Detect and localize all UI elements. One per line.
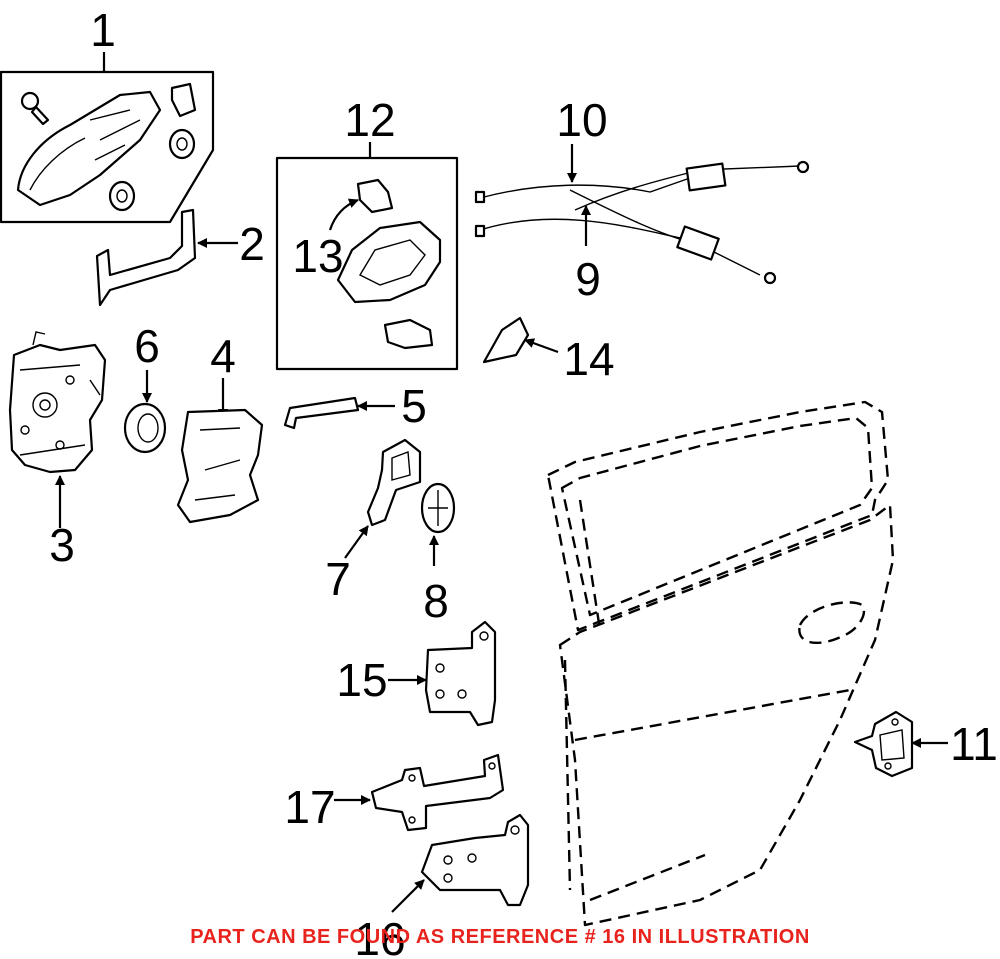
callout-13: 13 xyxy=(292,230,343,282)
callout-7: 7 xyxy=(325,553,351,605)
callout-6: 6 xyxy=(134,320,160,372)
part-16-lower-hinge: 16 xyxy=(354,813,530,959)
reference-note: PART CAN BE FOUND AS REFERENCE # 16 IN I… xyxy=(190,926,810,948)
cable-9 xyxy=(479,218,761,276)
part-1-outer-handle-group: 1 xyxy=(0,4,215,224)
part-8-plug: 8 xyxy=(420,482,456,627)
clip-13 xyxy=(356,178,394,214)
part-7-gasket: 7 xyxy=(325,438,422,605)
callout-2: 2 xyxy=(239,218,265,270)
callout-14: 14 xyxy=(563,333,614,385)
gasket-shape xyxy=(366,438,422,527)
cable-adjuster-upper xyxy=(685,162,727,192)
parts-9-10-cables: 10 9 xyxy=(474,94,810,305)
bezel-cap xyxy=(383,318,434,350)
part-12-inner-handle-group: 12 13 xyxy=(275,94,459,371)
leader-16 xyxy=(391,879,425,913)
cable-eye-lower xyxy=(763,271,777,285)
door-window-frame-inner xyxy=(560,416,874,617)
part-15-upper-hinge: 15 xyxy=(336,620,497,727)
callout-5: 5 xyxy=(401,380,427,432)
part-3-door-latch: 3 xyxy=(8,331,107,571)
handle-detail xyxy=(29,109,141,191)
part-4-latch-cover: 4 xyxy=(176,330,264,524)
bolt-shank xyxy=(30,105,50,126)
leader-7 xyxy=(344,525,369,559)
callout-1: 1 xyxy=(90,4,116,56)
callout-12: 12 xyxy=(344,94,395,146)
bolt-icon xyxy=(20,91,40,111)
leader-14 xyxy=(524,338,559,354)
callout-16: 16 xyxy=(354,913,405,959)
door-belt-line xyxy=(574,688,851,742)
upper-hinge-shape xyxy=(424,620,497,727)
rod-shape xyxy=(283,396,360,430)
part-11-striker: 11 xyxy=(853,710,998,778)
grommet-upper xyxy=(168,128,196,160)
clip-icon xyxy=(170,82,197,118)
door-panel xyxy=(558,503,895,927)
door-handle-recess xyxy=(798,601,866,644)
part-2-protector: 2 xyxy=(95,208,265,307)
callout-10: 10 xyxy=(556,94,607,146)
door-window-frame-outer xyxy=(546,400,890,632)
part-14-cap: 14 xyxy=(482,316,615,385)
part-17-door-checker: 17 xyxy=(284,753,505,833)
callout-9: 9 xyxy=(575,253,601,305)
latch-body xyxy=(8,343,107,474)
door-outline xyxy=(546,400,895,927)
inner-handle-body xyxy=(336,220,442,304)
protector-shape xyxy=(95,208,197,307)
callout-8: 8 xyxy=(423,575,449,627)
callout-15: 15 xyxy=(336,654,387,706)
grommet-lower xyxy=(108,180,136,212)
cable-10 xyxy=(479,177,691,199)
cable-eye-upper xyxy=(796,160,810,174)
striker-shape xyxy=(853,710,914,778)
callout-17: 17 xyxy=(284,781,335,833)
grommet-ring xyxy=(123,402,167,454)
outer-handle-body xyxy=(16,90,162,207)
part-5-rod: 5 xyxy=(283,380,427,432)
latch-rod xyxy=(32,331,46,346)
callout-3: 3 xyxy=(49,519,75,571)
cap-shape xyxy=(482,316,530,364)
callout-11: 11 xyxy=(950,718,998,770)
callout-4: 4 xyxy=(210,330,236,382)
checker-shape xyxy=(370,753,505,832)
leader-13 xyxy=(328,198,359,231)
part-6-grommet: 6 xyxy=(123,320,167,454)
cable-adjuster-lower xyxy=(676,225,720,261)
